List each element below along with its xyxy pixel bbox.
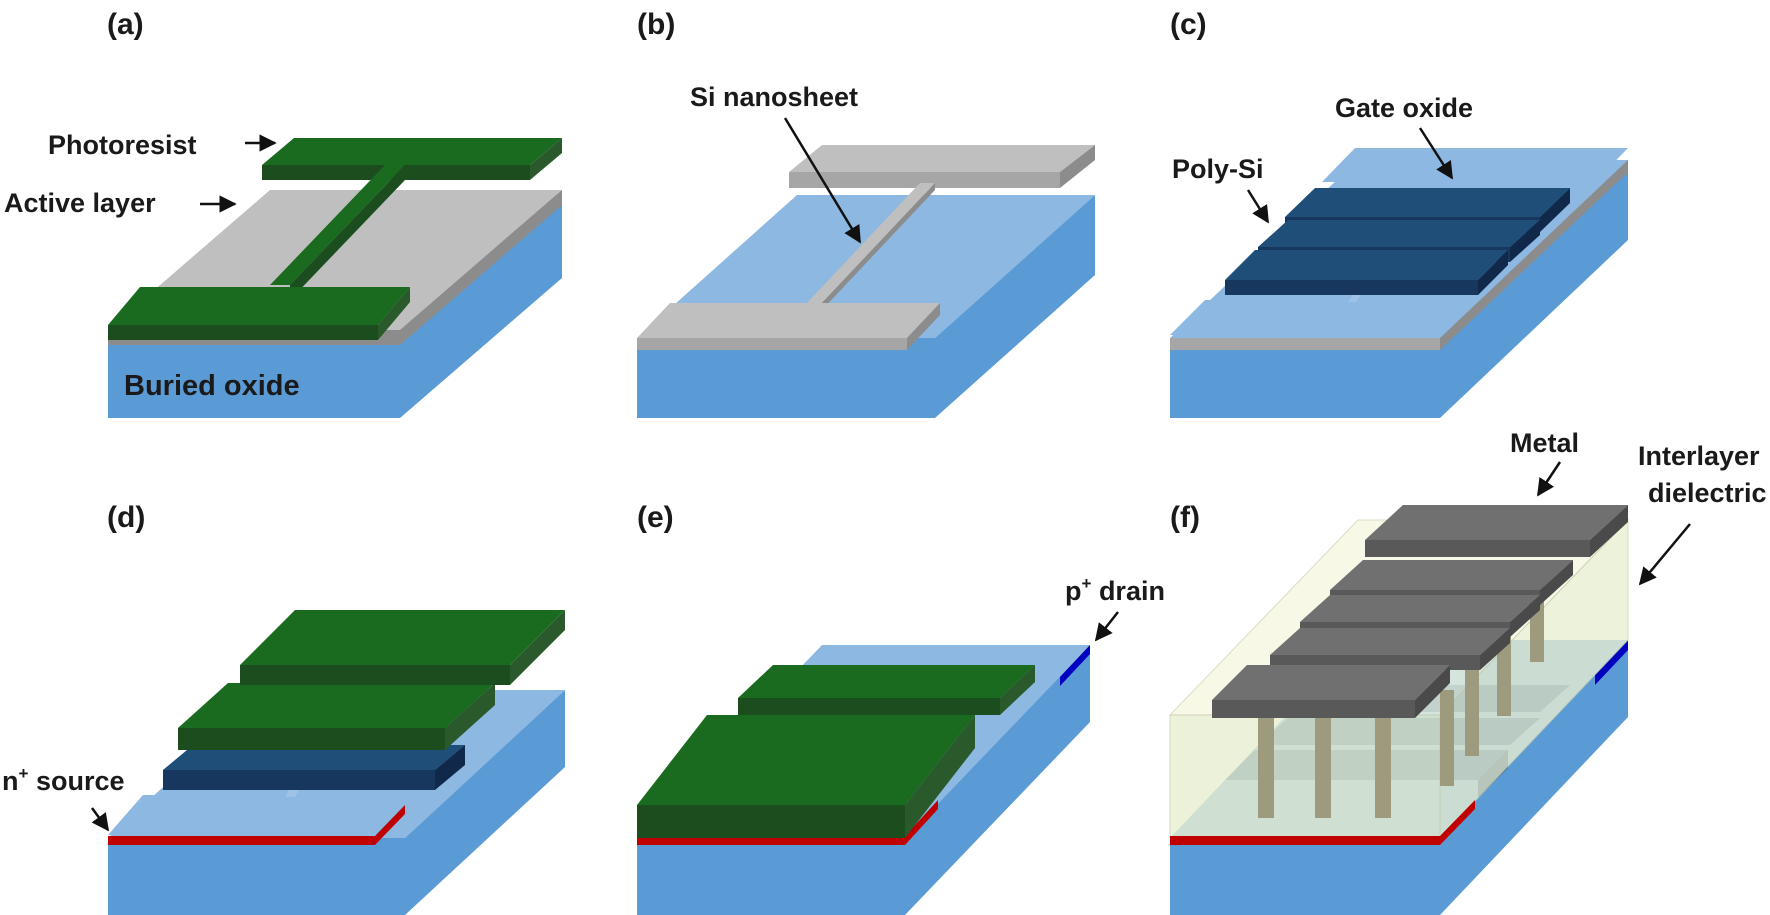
si-back-pad-front — [789, 172, 1060, 188]
n-source-side — [375, 805, 405, 845]
metal-line-1 — [1365, 505, 1628, 557]
ild-label-line2: dielectric — [1648, 478, 1767, 508]
poly-gate-front — [163, 745, 465, 790]
si-front-pad-side — [907, 303, 940, 350]
panel-f: (f) Metal Interlayer dielectric — [1168, 428, 1767, 915]
substrate-side — [905, 645, 1090, 915]
poly-si-label: Poly-Si — [1172, 154, 1264, 184]
photoresist-back — [738, 665, 1035, 715]
n-source-word: source — [28, 766, 124, 796]
active-layer-side — [400, 190, 562, 345]
panel-e: (e) p+ drain — [637, 501, 1165, 915]
p-drain-word: drain — [1091, 576, 1165, 606]
photoresist-line-top — [270, 165, 405, 285]
si-front-pad-top — [637, 303, 940, 338]
via — [1258, 700, 1274, 818]
metal-line-4 — [1270, 628, 1510, 670]
panel-d: (d) n+ source — [2, 501, 565, 915]
substrate-side — [400, 195, 562, 418]
substrate-front — [1170, 838, 1440, 915]
n-source-side — [905, 800, 938, 845]
photoresist-back — [240, 610, 565, 685]
substrate-side — [405, 690, 565, 915]
substrate-side — [1440, 160, 1628, 418]
panel-c-label: (c) — [1170, 8, 1207, 41]
p-drain-label: p+ drain — [1065, 574, 1165, 606]
panel-d-label: (d) — [107, 501, 145, 534]
metal-line-5 — [1212, 665, 1450, 718]
photoresist-front — [178, 683, 495, 750]
poly-gate-front — [1225, 250, 1508, 295]
panel-f-label: (f) — [1170, 501, 1200, 534]
via — [1465, 660, 1479, 756]
si-back-pad-top — [789, 145, 1095, 172]
p-drain-side — [1060, 645, 1090, 686]
p-drain-letter: p — [1065, 576, 1082, 606]
si-edge-front — [1170, 338, 1440, 350]
photoresist-back-pad-side — [530, 138, 562, 180]
substrate-front — [637, 838, 905, 915]
ild-side — [1439, 518, 1629, 840]
buried-oxide-label: Buried oxide — [124, 370, 300, 402]
via — [1315, 700, 1331, 818]
substrate-top — [637, 195, 1095, 338]
metal-label: Metal — [1510, 428, 1579, 458]
active-layer-label: Active layer — [4, 188, 156, 218]
si-nanosheet-top — [805, 183, 935, 305]
si-nanosheet-side — [820, 183, 935, 312]
via — [1440, 690, 1454, 786]
n-source-arrow — [90, 807, 110, 832]
poly-si-arrow — [1246, 189, 1270, 224]
p-drain-arrow — [1094, 611, 1119, 642]
photoresist-back-pad-top — [262, 138, 562, 165]
gate-oxide-back-top — [1322, 148, 1628, 182]
panel-c: (c) Gate oxide Poly-Si — [1170, 8, 1628, 418]
si-back-pad-side — [1060, 145, 1095, 188]
ild-arrow — [1638, 523, 1691, 586]
gate-oxide-front-top — [1170, 300, 1475, 335]
si-nanosheet-arrow — [783, 117, 862, 244]
si-nanosheet-label: Si nanosheet — [690, 82, 858, 112]
panel-b: (b) Si nanosheet — [637, 8, 1095, 418]
gate-oxide-label: Gate oxide — [1335, 93, 1473, 123]
vias — [1258, 580, 1544, 818]
panel-a: (a) Photoresist Active layer Buried oxid… — [4, 8, 562, 418]
oxide-front-pad — [108, 795, 410, 835]
photoresist-front-pad-top — [108, 287, 410, 325]
substrate-front — [108, 838, 405, 915]
ild-front — [1169, 714, 1441, 839]
substrate-front — [637, 338, 935, 418]
photoresist-front-pad-front — [108, 325, 378, 340]
n-source-label: n+ source — [2, 764, 124, 796]
substrate-side — [1440, 640, 1628, 915]
p-drain-sup: + — [1082, 574, 1092, 593]
n-source-front — [637, 836, 905, 845]
panel-a-label: (a) — [107, 8, 144, 41]
panel-b-label: (b) — [637, 8, 675, 41]
substrate-side — [935, 195, 1095, 418]
photoresist-front — [637, 715, 975, 838]
ild-label-line1: Interlayer — [1638, 441, 1760, 471]
photoresist-line-side — [290, 165, 405, 300]
photoresist-label: Photoresist — [48, 130, 197, 160]
n-source-front — [108, 836, 375, 845]
si-edge-side — [1440, 160, 1628, 350]
p-drain-side — [1595, 640, 1628, 685]
substrate-front — [108, 335, 400, 418]
n-source-letter: n — [2, 766, 19, 796]
si-front-pad-front — [637, 338, 907, 350]
substrate-front — [1170, 338, 1440, 418]
gate-oxide-arrow — [1418, 127, 1454, 180]
n-source-front — [1170, 836, 1440, 845]
n-source-side — [1440, 800, 1475, 845]
metal-arrow — [1536, 461, 1562, 497]
panel-e-label: (e) — [637, 501, 674, 534]
n-source-sup: + — [19, 764, 29, 783]
photoresist-front-pad-side — [378, 287, 410, 340]
via — [1375, 700, 1391, 818]
